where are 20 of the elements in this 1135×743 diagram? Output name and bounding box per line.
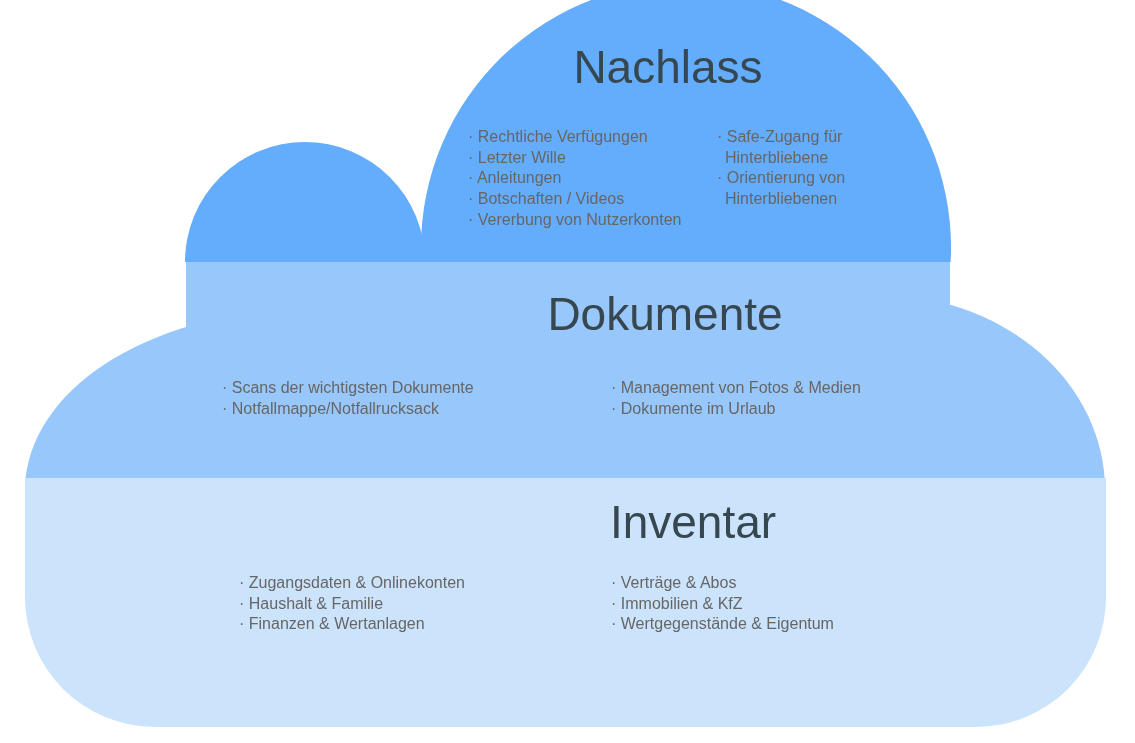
bullet-item: · Rechtliche Verfügungen (468, 127, 649, 147)
bullet-item: · Letzter Wille (468, 147, 567, 168)
bullet-item: · Orientierung von Hinterbliebenen (717, 168, 847, 210)
band-heading: Dokumente (547, 287, 783, 342)
bullet-item: · Wertgegenstände & Eigentum (611, 614, 835, 635)
bullet-item: · Haushalt & Familie (239, 593, 385, 614)
band-heading: Inventar (609, 495, 777, 550)
bullet-item: · Zugangsdaten & Onlinekonten (239, 573, 466, 593)
bullet-item: · Verträge & Abos (611, 573, 738, 593)
bullet-item: · Scans der wichtigsten Dokumente (222, 378, 475, 398)
bullet-item: · Notfallmappe/Notfallrucksack (222, 398, 440, 419)
bullet-item: · Dokumente im Urlaub (611, 398, 777, 419)
bullet-item: · Safe-Zugang für Hinterbliebene (717, 127, 844, 168)
bullet-item: · Botschaften / Videos (468, 189, 626, 210)
bullet-item: · Immobilien & KfZ (611, 593, 744, 614)
bullet-item: · Management von Fotos & Medien (611, 378, 862, 398)
bullet-item: · Vererbung von Nutzerkonten (468, 209, 683, 230)
bullet-item: · Finanzen & Wertanlagen (239, 614, 426, 635)
bullet-item: · Anleitungen (468, 168, 563, 189)
band-heading: Nachlass (573, 40, 763, 95)
